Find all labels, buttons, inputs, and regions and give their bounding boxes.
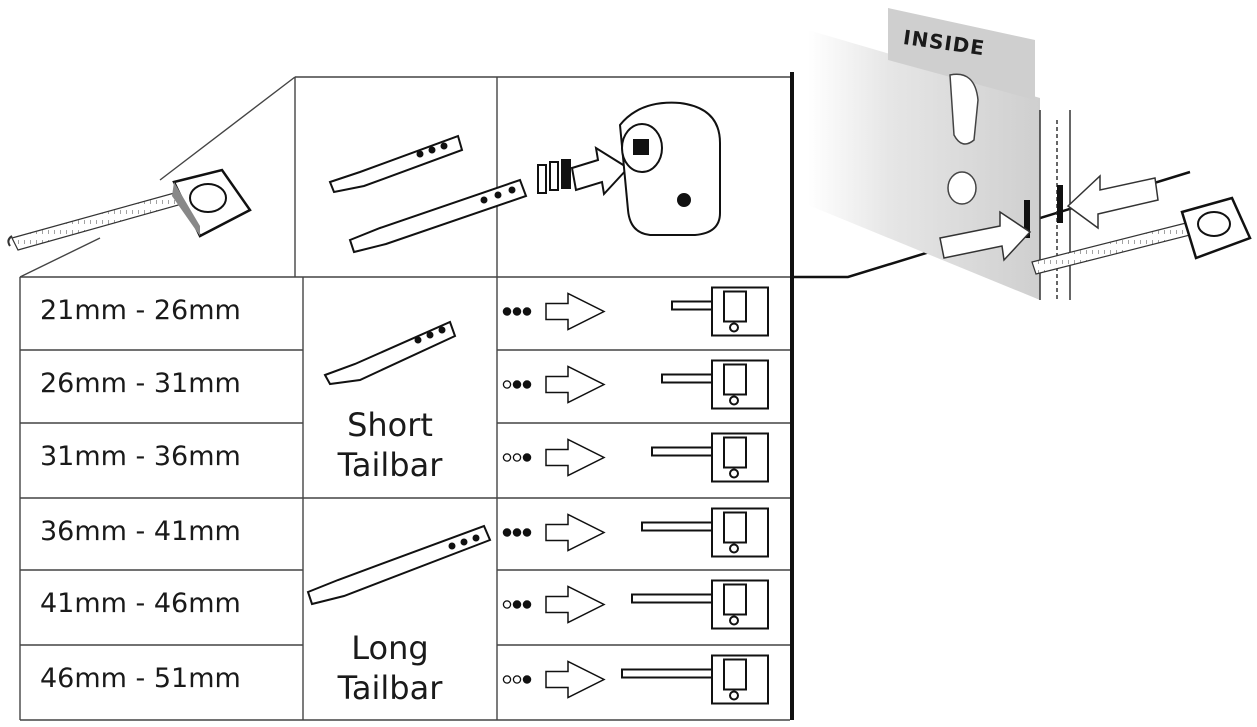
group-label-line: Short [347,406,433,444]
group-label-line: Tailbar [337,669,443,707]
row-indicator [502,286,769,337]
tailbars-icon [328,134,528,254]
group-label-line: Long [351,629,429,667]
empty-dot [502,380,512,389]
group-label-short: Short Tailbar [290,405,490,485]
row-indicator [502,654,769,705]
filled-dot [512,528,522,537]
range-label: 46mm - 51mm [40,663,241,694]
group-label-line: Tailbar [337,446,443,484]
filled-dot [522,600,532,609]
arrow-icon [545,438,606,477]
filled-dot [502,307,512,316]
empty-dot [502,675,512,684]
row-indicator [502,432,769,483]
cylinder-icon [641,507,769,558]
empty-dot [512,675,522,684]
arrow-icon [545,585,606,624]
range-label: 31mm - 36mm [40,441,241,472]
range-label: 21mm - 26mm [40,295,241,326]
range-label: 41mm - 46mm [40,588,241,619]
cylinder-icon [631,579,769,630]
filled-dot [522,307,532,316]
row-indicator [502,507,769,558]
arrow-icon [545,513,606,552]
cylinder-icon [671,286,769,337]
empty-dot [512,453,522,462]
row-indicator [502,359,769,410]
filled-dot [502,528,512,537]
range-label: 36mm - 41mm [40,516,241,547]
filled-dot [522,380,532,389]
filled-dot [512,307,522,316]
cylinder-icon [651,432,769,483]
filled-dot [512,600,522,609]
range-label: 26mm - 31mm [40,368,241,399]
tailbar-row-drawings [306,320,492,606]
empty-dot [502,453,512,462]
filled-dot [522,453,532,462]
cylinder-insert-icon [537,101,721,236]
tape-measure-icon [7,168,252,251]
filled-dot [512,380,522,389]
cylinder-icon [621,654,769,705]
short-tailbar-icon [323,320,457,386]
long-tailbar-icon [306,524,492,606]
filled-dot [522,528,532,537]
group-label-long: Long Tailbar [290,628,490,708]
filled-dot [522,675,532,684]
door-panel-illustration [808,8,1159,300]
arrow-icon [545,660,606,699]
row-indicator [502,579,769,630]
arrow-icon [545,365,606,404]
empty-dot [502,600,512,609]
tape-measure-right-icon [1031,196,1252,275]
arrow-icon [545,292,606,331]
row-indicator-column [502,286,769,705]
table-grid [19,76,790,721]
cylinder-icon [661,359,769,410]
